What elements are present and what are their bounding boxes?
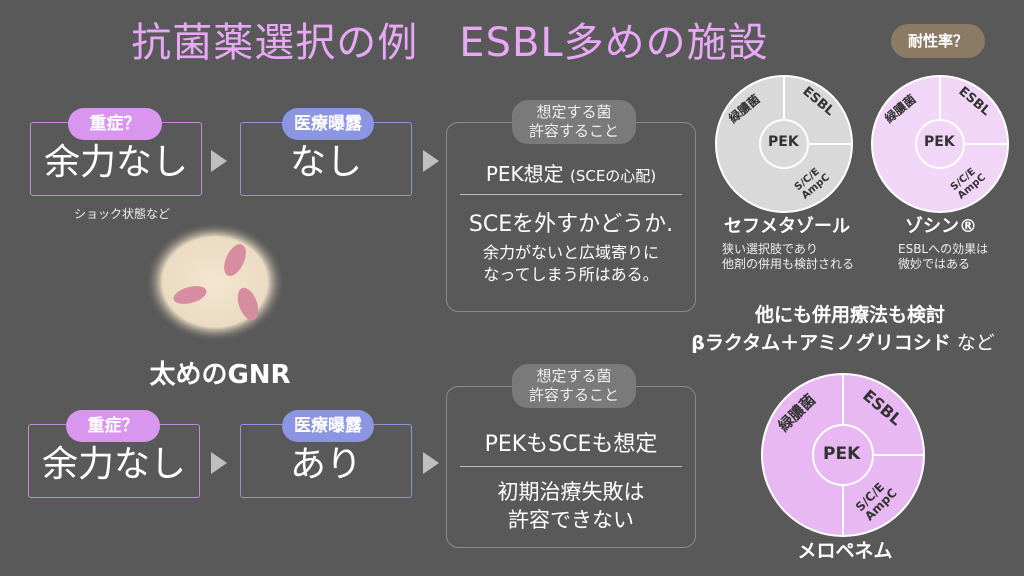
zosyn-center: PEK	[924, 134, 955, 150]
row2-severity-value: 余力なし	[41, 444, 186, 485]
zosyn-wheel: PEK 緑膿菌 ESBL S/C/E AmpC	[870, 74, 1010, 214]
row1-assumed-line1-note: (SCEの心配)	[569, 167, 657, 185]
row2-exposure-pill: 医療曝露	[282, 410, 374, 442]
gnr-microscope-image	[145, 222, 285, 342]
row2-assumed-pill-line1: 想定する菌	[536, 367, 612, 385]
row1-assumed-line3a: 余力がないと広域寄りに	[482, 243, 659, 262]
cefmetazole-wheel: PEK 緑膿菌 ESBL S/C/E AmpC	[714, 74, 854, 214]
cefmetazole-note-1: 狭い選択肢であり	[722, 242, 818, 256]
row1-divider	[460, 194, 682, 195]
row1-assumed-line1: PEK想定 (SCEの心配)	[446, 158, 696, 187]
row1-exposure-value: なし	[289, 142, 362, 183]
row2-assumed-line2a: 初期治療失敗は	[497, 480, 645, 504]
cefmetazole-center: PEK	[768, 134, 799, 150]
row2-assumed-line1: PEKもSCEも想定	[484, 432, 658, 457]
cefmetazole-name: セフメタゾール	[724, 216, 850, 237]
row1-assumed-line3: 余力がないと広域寄りに なってしまう所はある。	[446, 242, 696, 286]
row2-assumed-line2: 初期治療失敗は 許容できない	[446, 478, 696, 534]
row1-assumed-pill-line1: 想定する菌	[536, 103, 612, 121]
row1-assumed-pill-line2: 許容すること	[528, 122, 619, 140]
row2-assumed-pill: 想定する菌 許容すること	[512, 364, 636, 408]
row2-arrow-1	[211, 452, 227, 474]
row1-severity-box: 余力なし	[30, 122, 202, 196]
row1-severity-pill: 重症？	[68, 108, 162, 140]
row1-arrow-2	[423, 150, 439, 172]
row1-assumed-line3b: なってしまう所はある。	[483, 265, 659, 284]
row2-assumed-pill-line2: 許容すること	[528, 386, 619, 404]
zosyn-name: ゾシン®	[905, 216, 977, 237]
cefmetazole-note-2: 他剤の併用も検討される	[722, 257, 855, 271]
meropenem-name: メロペネム	[797, 540, 893, 562]
row2-exposure-value: あり	[289, 444, 362, 485]
combo-note-1: 他にも併用療法も検討	[754, 304, 945, 326]
combo-note-2-text: βラクタム＋アミノグリコシド	[691, 332, 951, 354]
gnr-label: 太めのGNR	[149, 360, 291, 390]
row1-assumed-line1-text: PEK想定	[485, 162, 564, 186]
meropenem-center: PEK	[823, 444, 861, 464]
row1-assumed-line2: SCEを外すかどうか.	[468, 212, 674, 237]
zosyn-note: ESBLへの効果は 微妙ではある	[898, 242, 1018, 272]
row2-severity-box: 余力なし	[28, 424, 200, 498]
row1-assumed-pill: 想定する菌 許容すること	[512, 100, 636, 144]
row2-arrow-2	[423, 452, 439, 474]
row2-severity-pill: 重症？	[66, 410, 160, 442]
row1-severity-value: 余力なし	[43, 142, 188, 183]
resistance-badge: 耐性率？	[891, 24, 985, 58]
combo-note-suffix: など	[956, 332, 995, 354]
zosyn-note-2: 微妙ではある	[898, 257, 971, 271]
zosyn-note-1: ESBLへの効果は	[898, 242, 989, 256]
row1-exposure-pill: 医療曝露	[282, 108, 374, 140]
row1-arrow-1	[211, 150, 227, 172]
row2-divider	[460, 466, 682, 467]
row1-severity-note: ショック状態など	[73, 207, 170, 221]
combo-note-2: βラクタム＋アミノグリコシド など	[668, 328, 1018, 355]
row2-assumed-line2b: 許容できない	[508, 508, 634, 532]
page-title: 抗菌薬選択の例 ESBL多めの施設	[131, 20, 769, 66]
meropenem-wheel: PEK 緑膿菌 ESBL S/C/E AmpC	[760, 372, 926, 538]
cefmetazole-note: 狭い選択肢であり 他剤の併用も検討される	[722, 242, 882, 272]
